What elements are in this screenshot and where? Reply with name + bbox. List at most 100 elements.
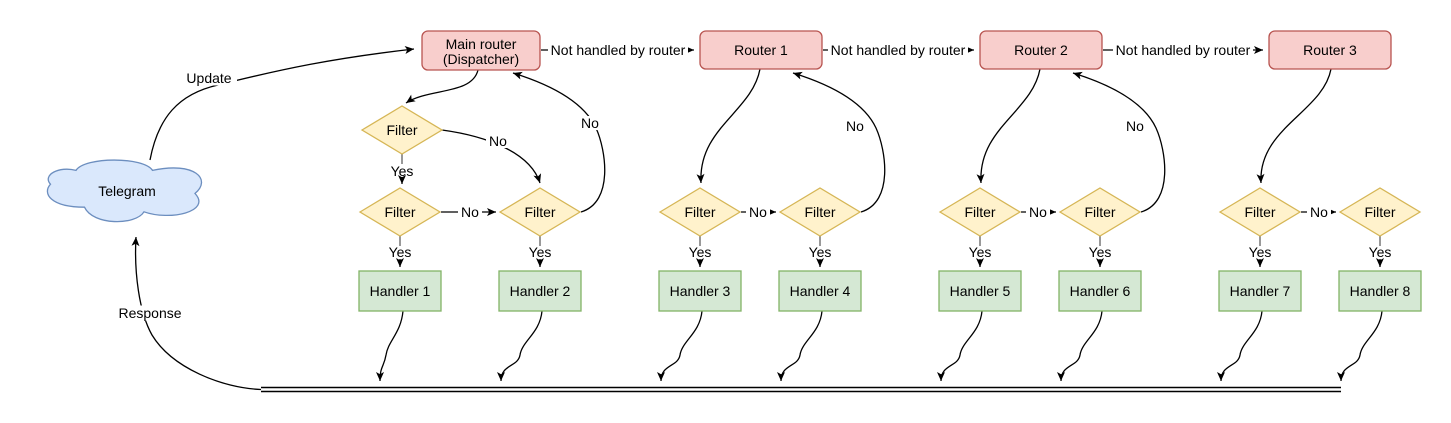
edge-handler4-to-bus: [777, 310, 823, 382]
handler3-box: [658, 270, 742, 312]
filter-1b-node: Filter: [498, 187, 582, 237]
label-bg: [828, 42, 968, 58]
edge-router2-to-filter: [976, 68, 1041, 184]
router1-node: Router 1: [699, 30, 823, 70]
edge-handler2-to-bus: [497, 310, 543, 382]
yes-label: Yes: [529, 244, 552, 260]
filter-label: Filter: [1244, 204, 1275, 220]
filter-3a-node: Filter: [938, 187, 1022, 237]
handler8-label: Handler 8: [1350, 283, 1411, 299]
cloud-shape: [46, 159, 202, 223]
no-label-filter2a: No: [749, 204, 767, 220]
label-bg: [1307, 205, 1331, 219]
filter-diamond: [498, 187, 582, 237]
filter-4a-node: Filter: [1218, 187, 1302, 237]
handler6-node: Handler 6: [1058, 270, 1142, 312]
not-handled-label-1: Not handled by router: [551, 42, 686, 58]
handler5-node: Handler 5: [938, 270, 1022, 312]
not-handled-label-3: Not handled by router: [1116, 42, 1251, 58]
filter-diamond: [1058, 187, 1142, 237]
filter-label: Filter: [386, 122, 417, 138]
edge-update: [149, 46, 415, 161]
label-bg: [578, 116, 602, 130]
handler8-box: [1338, 270, 1422, 312]
handler4-box: [778, 270, 862, 312]
handler7-box: [1218, 270, 1302, 312]
label-bg: [117, 305, 183, 321]
not-handled-label-2: Not handled by router: [831, 42, 966, 58]
filter-label: Filter: [804, 204, 835, 220]
handler1-node: Handler 1: [358, 270, 442, 312]
filter-diamond: [658, 187, 742, 237]
telegram-label: Telegram: [98, 183, 156, 199]
handler8-node: Handler 8: [1338, 270, 1422, 312]
edge-handler8-to-bus: [1337, 310, 1383, 382]
response-label: Response: [118, 305, 181, 321]
edge-response: [131, 236, 262, 391]
yes-label: Yes: [1089, 244, 1112, 260]
filter-label: Filter: [964, 204, 995, 220]
router2-label: Router 2: [1014, 42, 1068, 58]
edge-labels: Update Response Not handled by router No…: [117, 42, 1391, 321]
router3-label: Router 3: [1303, 42, 1357, 58]
filter-diamond: [360, 105, 444, 155]
edge-handler7-to-bus: [1217, 310, 1263, 382]
filter-label: Filter: [684, 204, 715, 220]
no-label-top-filter: No: [489, 133, 507, 149]
label-bg: [1123, 119, 1147, 133]
router2-box: [979, 30, 1103, 70]
handler1-label: Handler 1: [370, 283, 431, 299]
no-label-filter3b-return: No: [1126, 118, 1144, 134]
main-router-box: [421, 30, 541, 71]
main-router-label-line2: (Dispatcher): [443, 51, 519, 67]
yes-label: Yes: [1369, 244, 1392, 260]
nodes: Telegram Main router (Dispatcher) Router…: [46, 30, 1422, 312]
edge-filter3b-no-return: [1072, 71, 1166, 213]
edge-handler5-to-bus: [937, 310, 983, 382]
router3-box: [1268, 30, 1392, 70]
telegram-cloud-node: Telegram: [46, 159, 202, 223]
handler4-label: Handler 4: [790, 283, 851, 299]
handler5-box: [938, 270, 1022, 312]
yes-label: Yes: [1249, 244, 1272, 260]
handler6-box: [1058, 270, 1142, 312]
no-label-filter4a: No: [1310, 204, 1328, 220]
no-label-filter3a: No: [1029, 204, 1047, 220]
router3-node: Router 3: [1268, 30, 1392, 70]
label-bg: [548, 42, 688, 58]
handler4-node: Handler 4: [778, 270, 862, 312]
handler6-label: Handler 6: [1070, 283, 1131, 299]
yes-label: Yes: [689, 244, 712, 260]
main-router-node: Main router (Dispatcher): [421, 30, 541, 71]
main-router-label-line1: Main router: [446, 36, 517, 52]
filter-label: Filter: [524, 204, 555, 220]
router1-box: [699, 30, 823, 70]
no-label-filter1b-return: No: [581, 115, 599, 131]
handler5-label: Handler 5: [950, 283, 1011, 299]
filter-1a-node: Filter: [358, 187, 442, 237]
filter-label: Filter: [384, 204, 415, 220]
label-bg: [458, 205, 482, 219]
edges: [131, 46, 1384, 393]
no-label-filter1a: No: [461, 204, 479, 220]
handler1-box: [358, 270, 442, 312]
update-label: Update: [186, 70, 231, 86]
yes-label: Yes: [809, 244, 832, 260]
handler7-node: Handler 7: [1218, 270, 1302, 312]
edge-main-router-to-filter: [405, 69, 479, 104]
label-bg: [1113, 42, 1253, 58]
filter-top-node: Filter: [360, 105, 444, 155]
router2-node: Router 2: [979, 30, 1103, 70]
handler3-node: Handler 3: [658, 270, 742, 312]
edge-handler3-to-bus: [657, 310, 703, 382]
filter-2b-node: Filter: [778, 187, 862, 237]
yes-label-top-filter: Yes: [391, 163, 414, 179]
filter-3b-node: Filter: [1058, 187, 1142, 237]
yes-label: Yes: [969, 244, 992, 260]
edge-router1-to-filter: [696, 68, 761, 184]
handler3-label: Handler 3: [670, 283, 731, 299]
filter-label: Filter: [1084, 204, 1115, 220]
no-label-filter2b-return: No: [846, 118, 864, 134]
